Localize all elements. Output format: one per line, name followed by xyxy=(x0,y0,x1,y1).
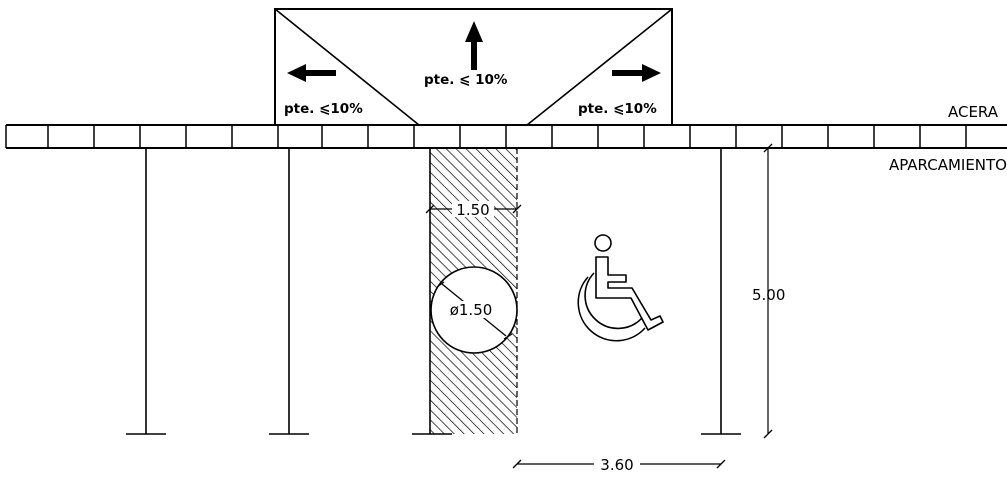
aisle-width-dimension: 1.50 xyxy=(425,201,522,219)
space-length-dimension: 5.00 xyxy=(752,143,785,439)
aisle-width-label: 1.50 xyxy=(456,201,489,219)
sidewalk-label: ACERA xyxy=(948,103,999,121)
parking-label: APARCAMIENTO xyxy=(889,156,1007,174)
wheelchair-accessibility-icon xyxy=(577,234,664,342)
arrow-left-icon xyxy=(287,64,336,82)
slope-right-label: pte. ⩽10% xyxy=(578,101,657,117)
ramp: pte. ⩽ 10% pte. ⩽10% pte. ⩽10% xyxy=(274,8,673,126)
space-length-label: 5.00 xyxy=(752,286,785,304)
turning-circle-label: ø1.50 xyxy=(450,301,493,319)
slope-left-label: pte. ⩽10% xyxy=(284,101,363,117)
space-width-label: 3.60 xyxy=(600,456,633,474)
space-width-dimension: 3.60 xyxy=(512,456,726,474)
parking-space-lines xyxy=(126,148,741,435)
turning-circle: ø1.50 xyxy=(430,266,518,354)
arrow-up-icon xyxy=(465,21,483,70)
arrow-right-icon xyxy=(612,64,661,82)
sidewalk-curb xyxy=(5,124,1007,149)
slope-center-label: pte. ⩽ 10% xyxy=(424,72,508,88)
